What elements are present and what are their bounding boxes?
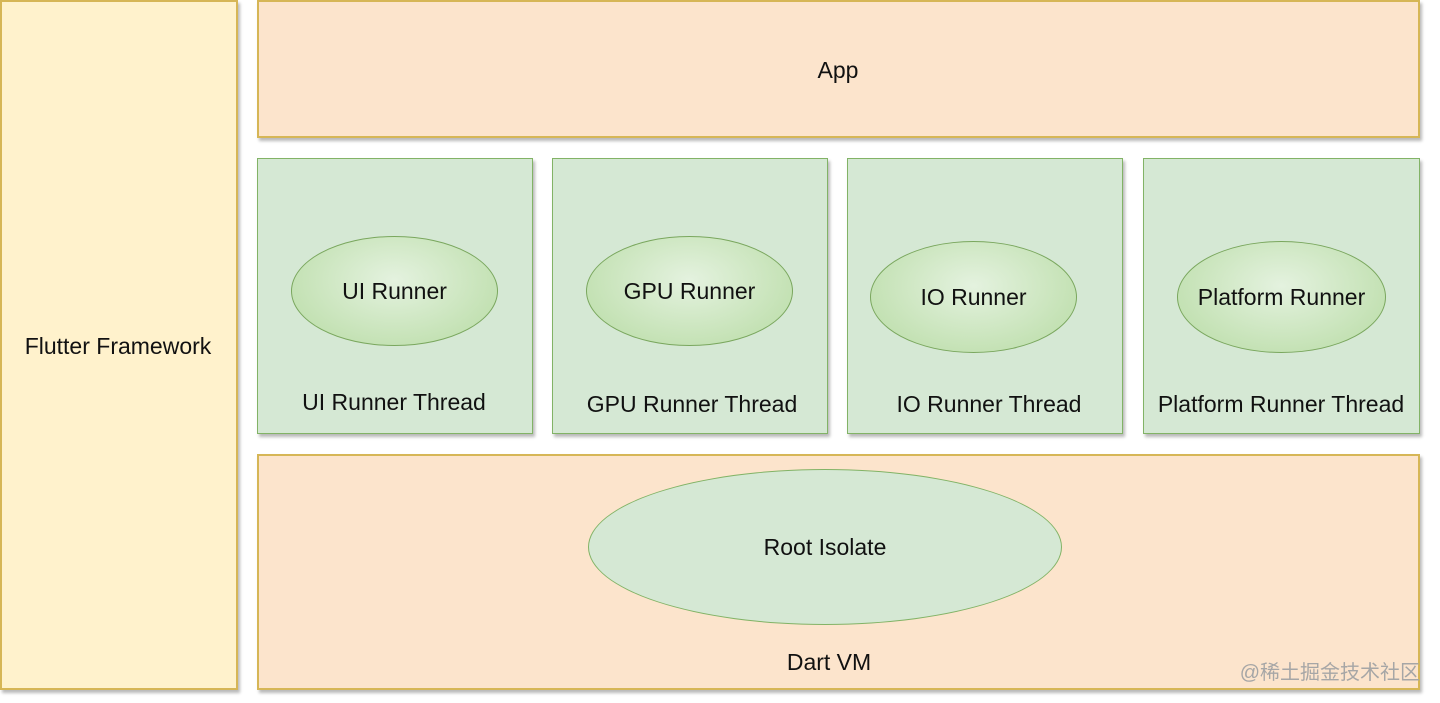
platform-runner-thread-label: Platform Runner Thread: [1157, 391, 1405, 417]
flutter-framework-label: Flutter Framework: [24, 333, 212, 359]
dart-vm-label: Dart VM: [786, 649, 872, 675]
gpu-runner-thread-label: GPU Runner Thread: [586, 391, 798, 417]
ui-runner-node: UI Runner: [291, 236, 498, 346]
io-runner-label: IO Runner: [920, 283, 1027, 310]
flutter-framework-block: [0, 0, 238, 690]
watermark: @稀土掘金技术社区: [1239, 662, 1420, 684]
gpu-runner-label: GPU Runner: [623, 277, 756, 304]
io-runner-node: IO Runner: [870, 241, 1077, 353]
platform-runner-node: Platform Runner: [1177, 241, 1386, 353]
gpu-runner-node: GPU Runner: [586, 236, 793, 346]
platform-runner-label: Platform Runner: [1197, 283, 1366, 310]
ui-runner-thread-label: UI Runner Thread: [302, 389, 486, 415]
io-runner-thread-label: IO Runner Thread: [896, 391, 1082, 417]
root-isolate-label: Root Isolate: [763, 533, 887, 560]
root-isolate-node: Root Isolate: [588, 469, 1062, 625]
ui-runner-label: UI Runner: [342, 277, 447, 304]
app-block: [257, 0, 1420, 138]
app-label: App: [817, 57, 859, 83]
